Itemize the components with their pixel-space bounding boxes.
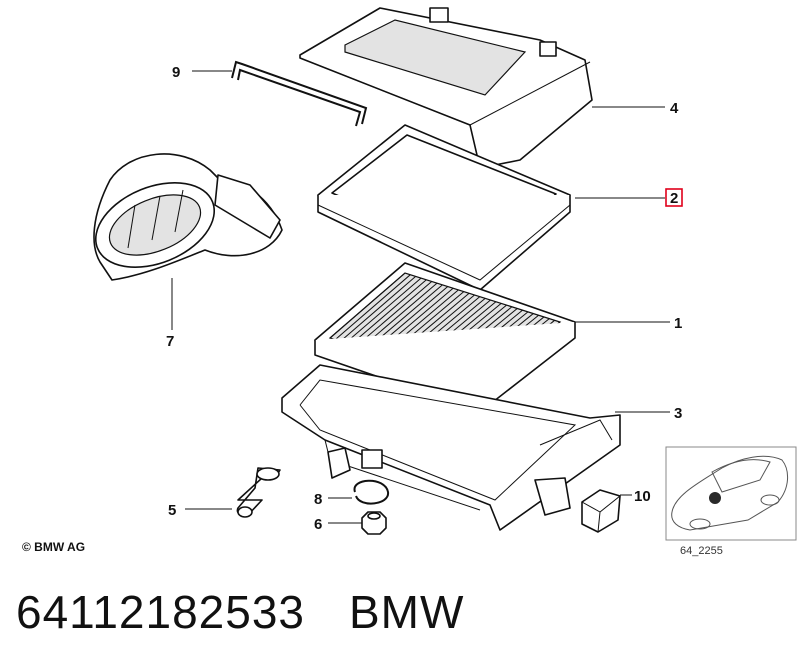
part-7-intake-funnel <box>93 153 283 281</box>
filter-pleat <box>334 274 411 341</box>
car-silhouette-icon <box>671 455 788 531</box>
part-4-housing-cover <box>299 7 593 169</box>
callout-1: 1 <box>674 315 682 332</box>
part-5-hose-elbow <box>236 467 281 518</box>
locator-inset: 64_2255 <box>665 446 797 557</box>
callout-10: 10 <box>634 488 651 505</box>
callout-3: 3 <box>674 405 682 422</box>
leader-lines <box>171 70 670 524</box>
part-8-spring-clip <box>353 479 389 505</box>
callout-5: 5 <box>168 502 176 519</box>
callout-4: 4 <box>670 100 679 117</box>
callout-6: 6 <box>314 516 322 533</box>
part-9-wire-clip <box>231 60 368 127</box>
brand-name: BMW <box>349 586 465 638</box>
filter-pleat <box>329 272 406 339</box>
part-10-grommet <box>581 489 621 533</box>
copyright-notice: © BMW AG <box>22 540 86 554</box>
part-6-nut <box>361 511 387 535</box>
callouts: 9 4 2 1 3 7 5 8 6 10 <box>166 64 683 533</box>
filter-pleat <box>355 281 433 348</box>
part-number: 64112182533 <box>16 586 305 638</box>
part-1-pleated-filter <box>314 262 576 413</box>
callout-7: 7 <box>166 333 174 350</box>
callout-2: 2 <box>670 190 678 207</box>
filter-pleat <box>339 276 417 342</box>
callout-9: 9 <box>172 64 180 81</box>
part-2-filter-frame <box>317 124 571 291</box>
footer-caption: 64112182533 BMW <box>16 585 464 639</box>
filter-pleat <box>344 277 422 344</box>
callout-2-highlight <box>665 188 683 207</box>
callout-8: 8 <box>314 491 322 508</box>
part-3-lower-housing <box>281 364 621 531</box>
parts-diagram: 9 4 2 1 3 7 5 8 6 10 64_2255 <box>93 7 797 557</box>
inset-code: 64_2255 <box>680 545 723 557</box>
filter-pleat <box>350 279 427 346</box>
